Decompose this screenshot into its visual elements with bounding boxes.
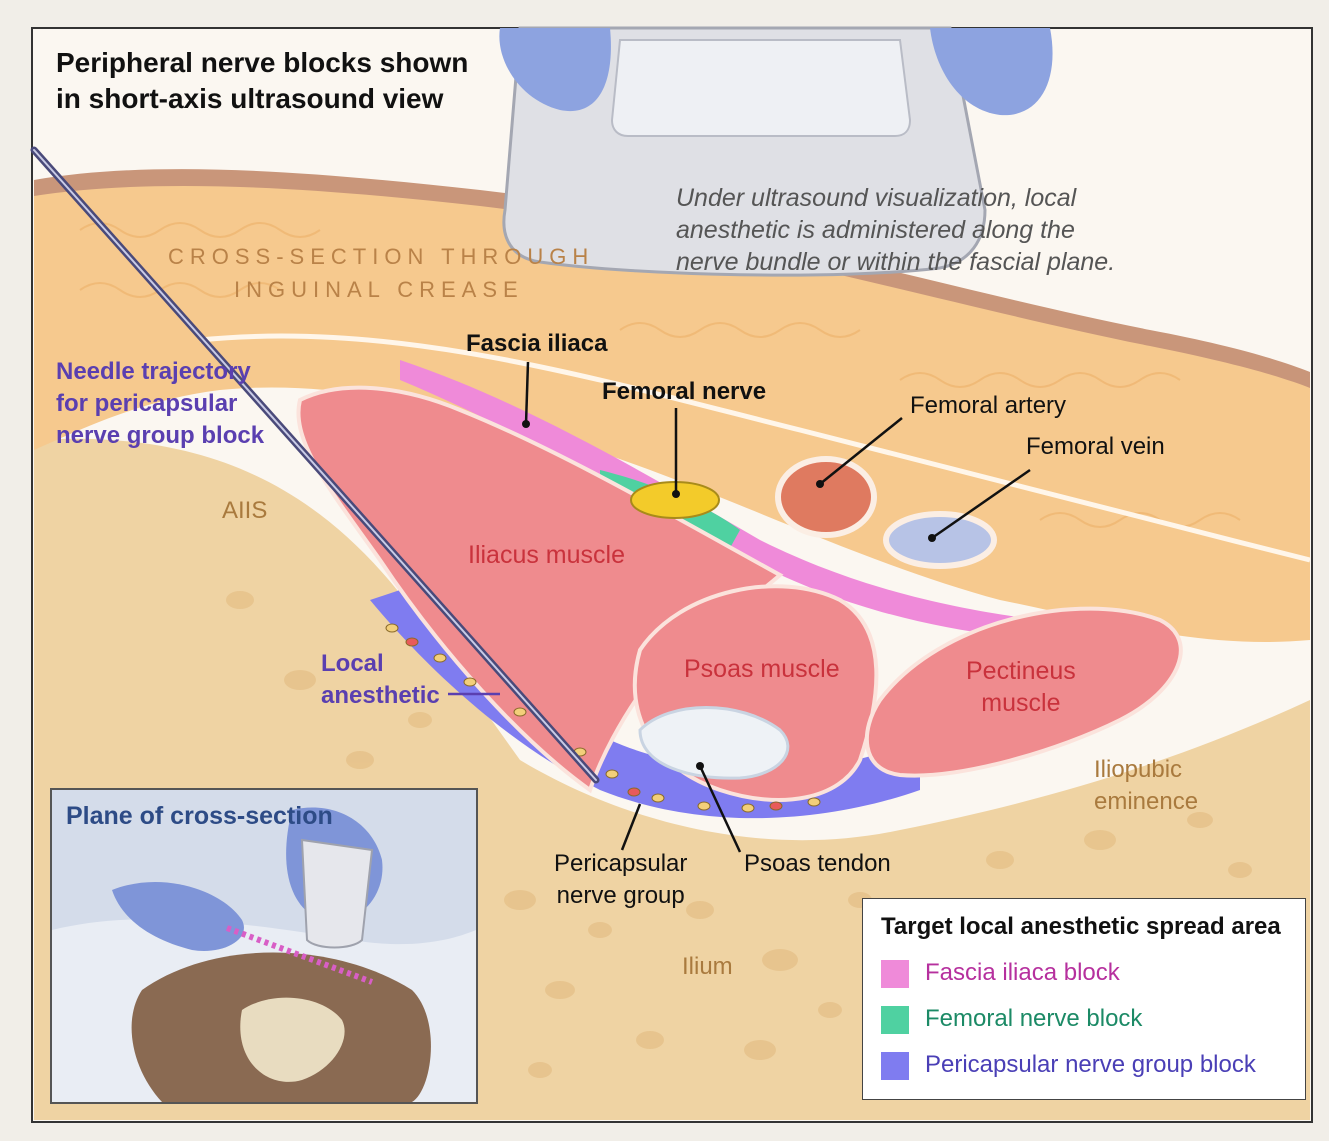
pectineus-muscle-label: Pectineus muscle (966, 655, 1076, 719)
needle-label-line-2: for pericapsular (56, 388, 264, 420)
legend-label: Femoral nerve block (925, 1005, 1142, 1033)
femoral-vein (886, 514, 994, 566)
legend-swatch (881, 1006, 909, 1034)
probe-face (612, 40, 910, 136)
fascia-iliaca-label: Fascia iliaca (466, 330, 607, 358)
femoral-nerve-label: Femoral nerve (602, 378, 766, 406)
legend: Target local anesthetic spread area Fasc… (862, 898, 1306, 1100)
figure-title: Peripheral nerve blocks shown in short-a… (56, 45, 468, 117)
needle-trajectory-label: Needle trajectory for pericapsular nerve… (56, 356, 264, 452)
legend-title: Target local anesthetic spread area (881, 913, 1281, 941)
legend-swatch (881, 960, 909, 988)
femoral-vein-label: Femoral vein (1026, 433, 1165, 461)
note-line-2: anesthetic is administered along the (676, 214, 1115, 246)
local-anesthetic-line-1: Local (321, 648, 440, 680)
legend-swatch (881, 1052, 909, 1080)
note-line-1: Under ultrasound visualization, local (676, 182, 1115, 214)
iliopubic-line-2: eminence (1094, 786, 1198, 818)
inset-title: Plane of cross-section (66, 802, 333, 831)
legend-label: Pericapsular nerve group block (925, 1051, 1256, 1079)
pericapsular-line-2: nerve group (554, 880, 687, 912)
title-line-1: Peripheral nerve blocks shown (56, 45, 468, 81)
ilium-label: Ilium (682, 953, 733, 981)
pericapsular-nerve-group-label: Pericapsular nerve group (554, 848, 687, 912)
femoral-artery-label: Femoral artery (910, 392, 1066, 420)
needle-label-line-1: Needle trajectory (56, 356, 264, 388)
local-anesthetic-label: Local anesthetic (321, 648, 440, 712)
psoas-tendon-label: Psoas tendon (744, 850, 891, 878)
iliacus-muscle-label: Iliacus muscle (468, 541, 625, 570)
section-line-2: INGUINAL CREASE (234, 277, 524, 303)
pectineus-line-2: muscle (966, 687, 1076, 719)
inset-probe (302, 840, 372, 948)
iliopubic-eminence-label: Iliopubic eminence (1094, 754, 1198, 818)
psoas-muscle-label: Psoas muscle (684, 655, 840, 684)
aiis-label: AIIS (222, 497, 267, 525)
legend-label: Fascia iliaca block (925, 959, 1120, 987)
inset-panel: Plane of cross-section (50, 788, 478, 1104)
ultrasound-note: Under ultrasound visualization, local an… (676, 182, 1115, 278)
pectineus-line-1: Pectineus (966, 655, 1076, 687)
note-line-3: nerve bundle or within the fascial plane… (676, 246, 1115, 278)
inset-illustration (52, 790, 476, 1102)
iliopubic-line-1: Iliopubic (1094, 754, 1198, 786)
title-line-2: in short-axis ultrasound view (56, 81, 468, 117)
needle-label-line-3: nerve group block (56, 420, 264, 452)
pericapsular-line-1: Pericapsular (554, 848, 687, 880)
section-line-1: CROSS-SECTION THROUGH (168, 244, 594, 270)
femoral-artery (778, 459, 874, 535)
local-anesthetic-line-2: anesthetic (321, 680, 440, 712)
